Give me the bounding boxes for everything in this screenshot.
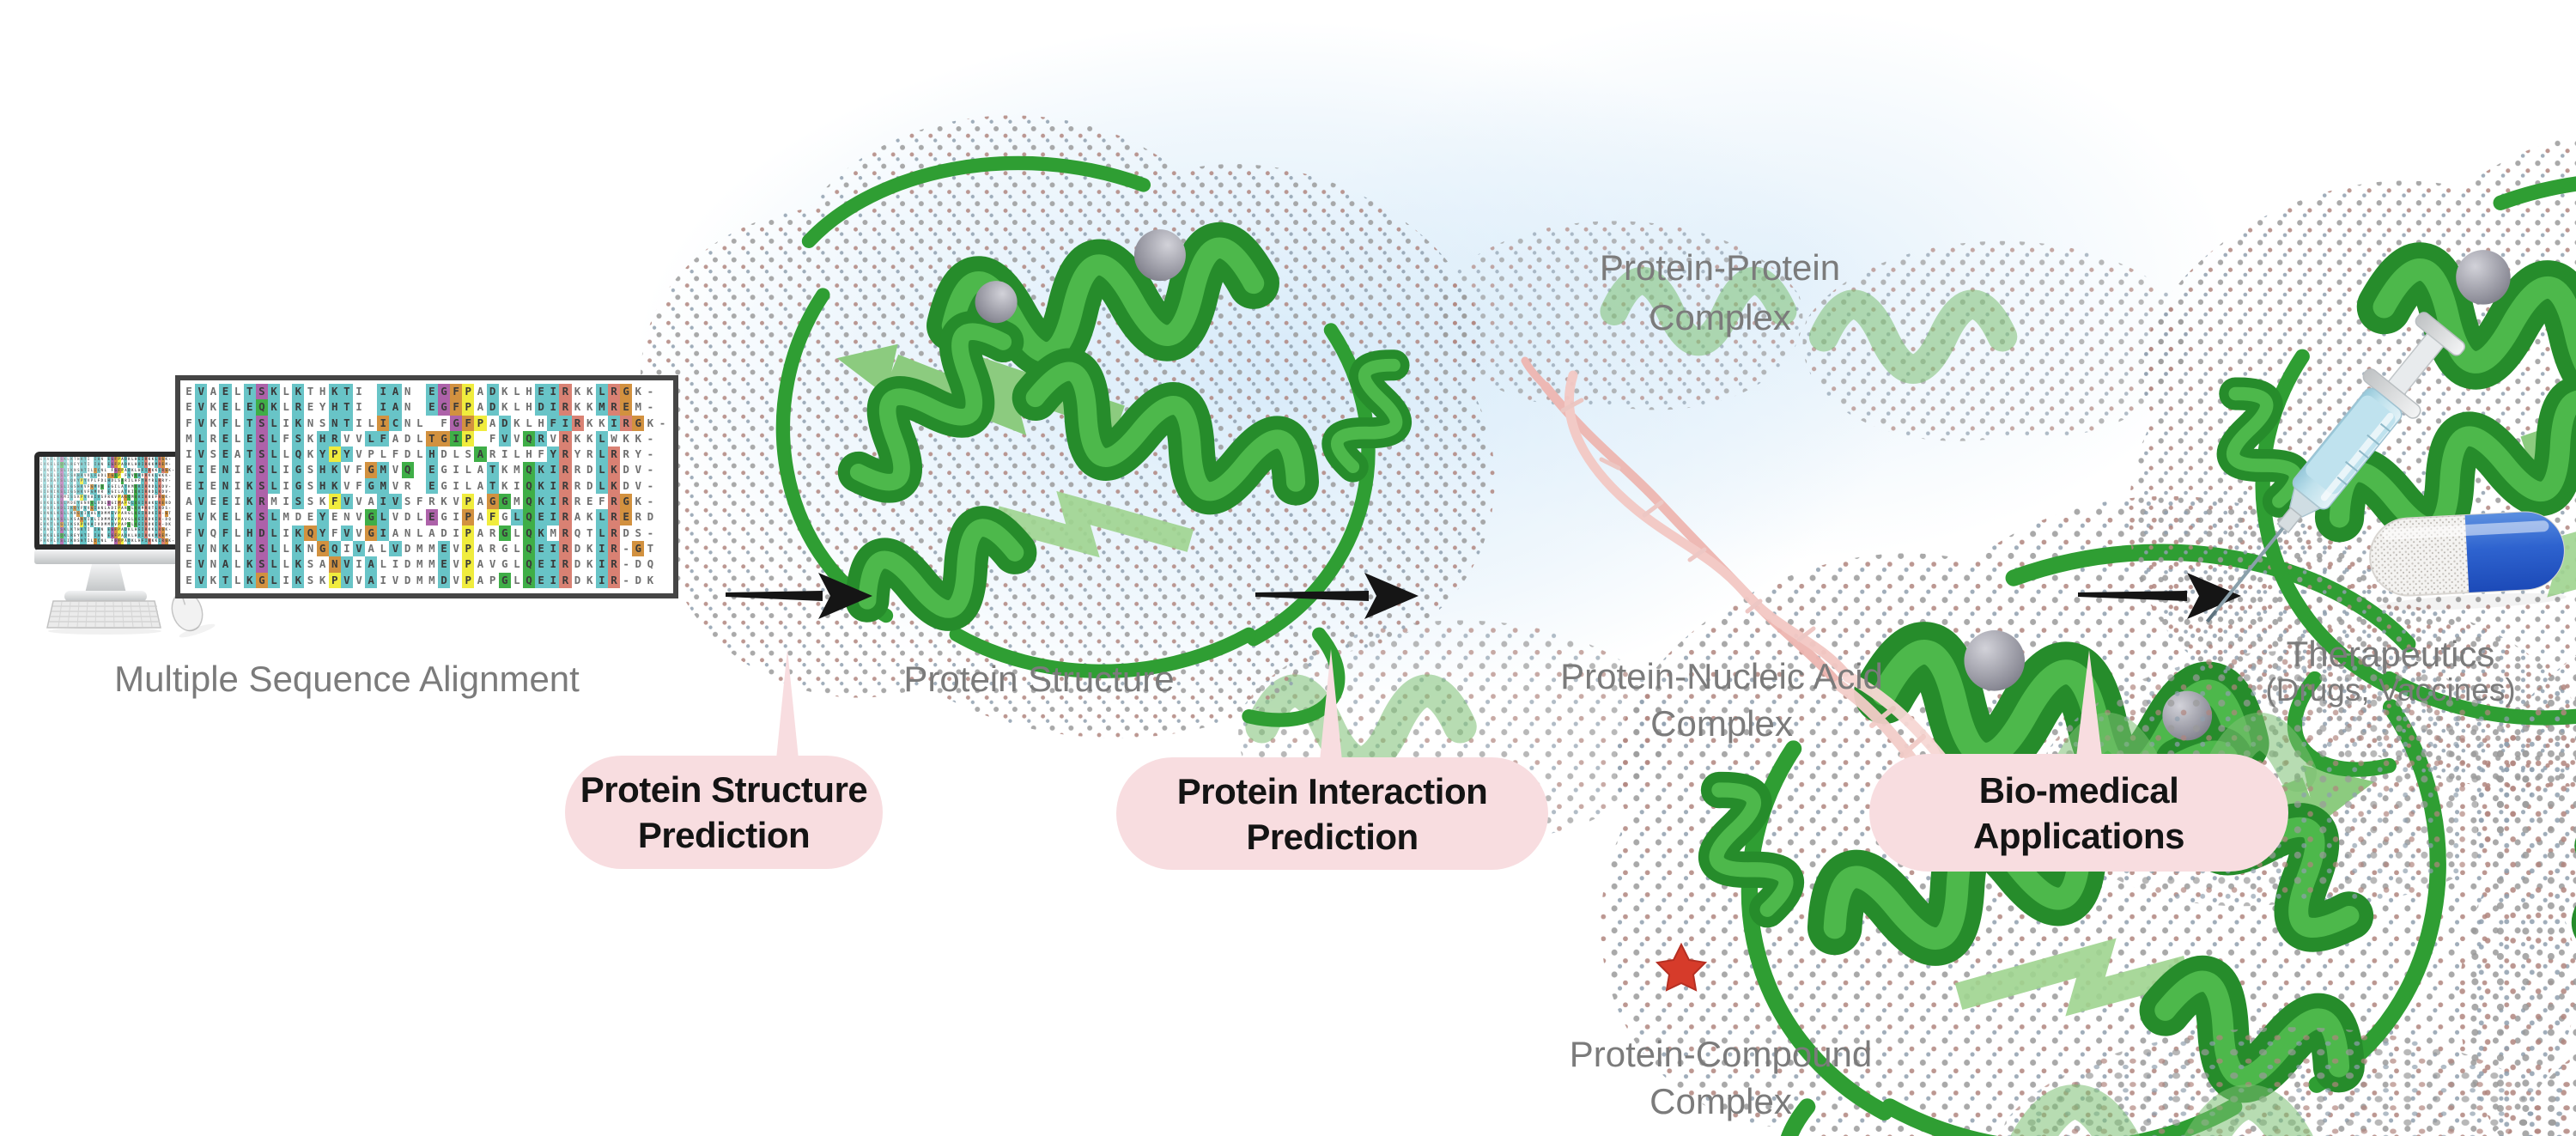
bubble-line: Prediction xyxy=(1246,816,1419,857)
label-therapeutics: Therapeutics (Drugs, Vaccines) xyxy=(2265,635,2515,708)
bubble-line: Bio-medical xyxy=(1978,769,2179,811)
bubble-tail-2 xyxy=(1320,649,1342,761)
stage-bubble-interaction-prediction: Protein Interaction Prediction xyxy=(1116,757,1548,870)
monitor-chin xyxy=(34,550,180,564)
keyboard xyxy=(46,600,161,635)
label-line: Protein-Protein xyxy=(1599,247,1841,288)
bubble-tail-1 xyxy=(776,649,799,759)
flow-arrow-3 xyxy=(2078,573,2241,619)
bubble-tail-3 xyxy=(2076,650,2102,757)
flow-arrow-2 xyxy=(1255,573,1419,619)
label-protein-structure: Protein Structure xyxy=(903,655,1174,702)
flow-arrow-1 xyxy=(726,573,872,619)
bubble-line: Applications xyxy=(1972,815,2185,856)
dna-helix-icon xyxy=(1521,356,1996,849)
label-msa: Multiple Sequence Alignment xyxy=(114,655,580,702)
label-msa-text: Multiple Sequence Alignment xyxy=(114,659,580,699)
stage-bubble-biomedical-applications: Bio-medical Applications xyxy=(1869,754,2288,872)
label-line: Complex xyxy=(1650,703,1793,744)
label-line: Protein-Nucleic Acid xyxy=(1560,656,1883,696)
protein-protein-complex-right xyxy=(641,115,1802,738)
compound-marker-icon xyxy=(1655,942,1708,992)
stage-bubble-structure-prediction: Protein Structure Prediction xyxy=(565,756,883,869)
label-therapeutics-sub: (Drugs, Vaccines) xyxy=(2265,672,2516,708)
label-protein-protein-complex: Protein-Protein Complex xyxy=(1600,243,1840,343)
label-protein-compound-complex: Protein-Compound Complex xyxy=(1570,1030,1873,1125)
bubble-line: Protein Structure xyxy=(580,769,868,810)
label-protein-nucleic-complex: Protein-Nucleic Acid Complex xyxy=(1560,653,1883,747)
label-line: Complex xyxy=(1649,297,1791,337)
label-therapeutics-text: Therapeutics xyxy=(2286,634,2495,674)
label-line: Complex xyxy=(1649,1081,1792,1121)
label-line: Protein-Compound xyxy=(1569,1034,1873,1074)
syringe-icon xyxy=(2206,312,2466,623)
bubble-line: Prediction xyxy=(637,815,811,855)
pill-icon xyxy=(2369,511,2567,611)
label-protein-structure-text: Protein Structure xyxy=(903,659,1175,699)
monitor-base xyxy=(64,591,147,602)
bubble-line: Protein Interaction xyxy=(1176,770,1488,811)
flow-arrows xyxy=(726,573,2241,619)
monitor-stand xyxy=(85,564,126,593)
bubble-tails xyxy=(776,649,2102,761)
